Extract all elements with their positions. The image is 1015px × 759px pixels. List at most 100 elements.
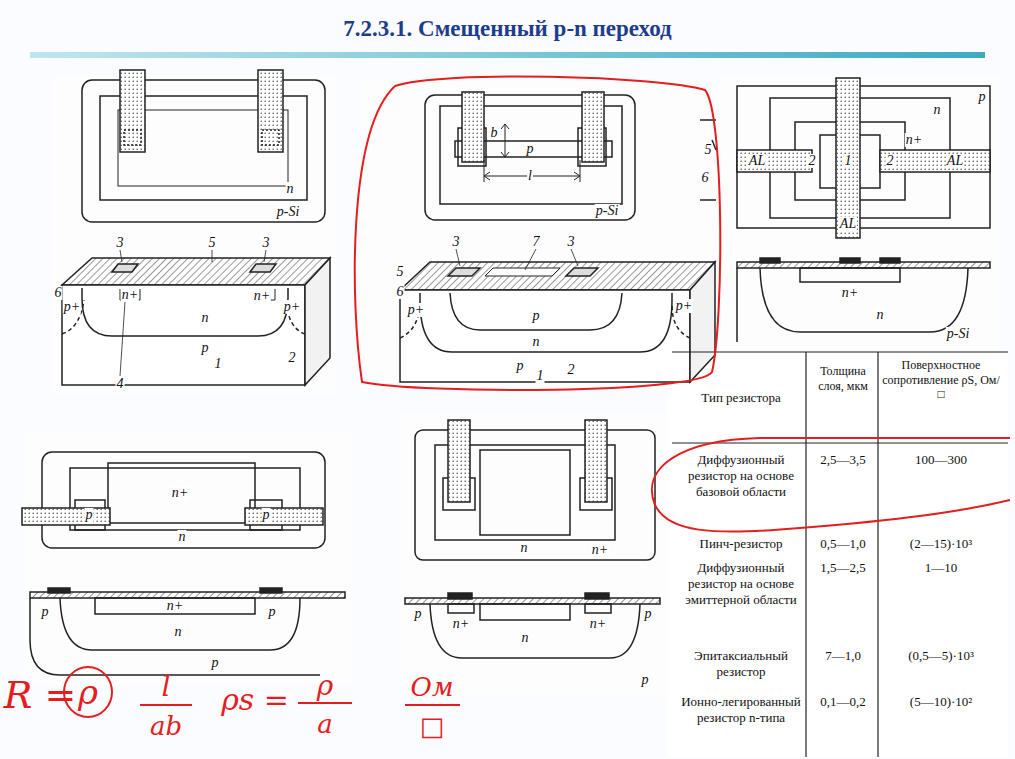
part-label: 6 xyxy=(54,286,63,300)
part-label: p xyxy=(414,607,423,621)
red-annotations xyxy=(64,76,1010,717)
panel-backgrounds xyxy=(718,75,1000,350)
part-label: n xyxy=(174,625,183,639)
resistor-figure-a xyxy=(62,258,330,285)
resistor-figure-e xyxy=(430,604,640,658)
part-label: AL xyxy=(748,154,766,168)
slide-title: 7.2.3.1. Смещенный p-n переход xyxy=(0,16,1015,42)
resistor-figure-b xyxy=(450,293,622,330)
panel-backgrounds xyxy=(22,430,352,685)
part-label: p-Si xyxy=(595,204,620,218)
handwritten-note: l xyxy=(162,673,171,701)
part-label: p xyxy=(268,605,277,619)
table-cell: Эпитаксиальный резистор xyxy=(680,648,802,680)
resistor-figure-c xyxy=(700,120,716,200)
red-annotations xyxy=(652,438,1010,532)
resistor-figure-e xyxy=(448,420,470,502)
part-label: n xyxy=(178,530,187,544)
resistor-figure-c xyxy=(760,258,780,263)
resistor-figure-a xyxy=(62,285,305,385)
part-label: 6 xyxy=(396,285,405,299)
part-label: 1 xyxy=(844,154,853,168)
table-grid xyxy=(672,352,1008,757)
part-label: 3 xyxy=(116,236,125,250)
resistor-figure-e xyxy=(448,593,472,599)
part-label: 7 xyxy=(532,235,541,249)
part-label: p-Si xyxy=(276,205,301,219)
resistor-figure-e xyxy=(405,420,660,658)
part-label: 2 xyxy=(567,363,576,377)
resistor-figure-a xyxy=(120,250,266,376)
table-grid xyxy=(672,351,1008,352)
resistor-figure-c xyxy=(737,150,812,172)
part-label: 5 xyxy=(208,236,217,250)
resistor-figure-b xyxy=(462,92,484,162)
handwritten-note: a xyxy=(317,711,333,737)
part-label: p xyxy=(978,90,987,104)
resistor-figure-a xyxy=(120,289,275,300)
title-bar xyxy=(30,52,985,58)
resistor-figure-e xyxy=(480,450,570,535)
part-label: p xyxy=(262,508,271,522)
part-label: p xyxy=(516,359,525,373)
part-label: p xyxy=(644,607,653,621)
resistor-figure-a xyxy=(250,264,276,272)
table-cell: Пинч-резистор xyxy=(680,536,802,552)
table-grid xyxy=(672,442,1008,443)
part-label: p xyxy=(41,605,50,619)
resistor-figure-d xyxy=(60,598,300,650)
table-cell: 1—10 xyxy=(882,560,1000,576)
part-label: p xyxy=(532,309,541,323)
table-cell: Диффузионный резистор на основе базовой … xyxy=(680,452,802,500)
resistor-figure-e xyxy=(585,604,611,613)
resistor-figure-d xyxy=(95,598,255,614)
resistor-figure-b xyxy=(501,124,509,157)
part-label: b xyxy=(490,126,499,140)
part-label: n xyxy=(876,308,885,322)
part-label: n xyxy=(520,541,529,555)
resistor-figure-a xyxy=(262,130,279,145)
panel-backgrounds xyxy=(398,413,668,698)
table-cell: (0,5—5)·10³ xyxy=(882,648,1000,664)
resistor-figure-b xyxy=(456,249,578,270)
table-cell: Тип резистора xyxy=(680,390,802,406)
table-cell: 7—1,0 xyxy=(810,648,876,664)
part-label: p+ xyxy=(283,300,301,314)
part-label: p xyxy=(641,673,650,687)
part-label: 4 xyxy=(116,377,125,391)
resistor-figure-e xyxy=(480,604,570,620)
resistor-figure-a xyxy=(124,130,141,145)
resistor-figure-c xyxy=(836,78,860,238)
handwritten-note: Ом xyxy=(411,674,454,700)
part-label: p xyxy=(201,341,210,355)
resistor-figure-b xyxy=(400,305,690,338)
part-label: n+ xyxy=(253,289,271,303)
part-label: 3 xyxy=(262,236,271,250)
title-bar xyxy=(30,52,985,58)
resistor-figure-b xyxy=(690,262,715,382)
table-cell: Диффузионный резистор на основе эмиттерн… xyxy=(680,560,802,608)
resistor-figure-d xyxy=(48,588,70,593)
part-label: n+ xyxy=(121,288,139,302)
part-label: AL xyxy=(946,154,964,168)
resistor-figure-b xyxy=(582,92,604,162)
resistor-figure-d xyxy=(22,508,110,525)
part-label: n+ xyxy=(166,599,184,613)
resistor-figure-e xyxy=(585,420,607,502)
part-label: n xyxy=(532,335,541,349)
part-label: 3 xyxy=(567,235,576,249)
panel-backgrounds xyxy=(668,352,1008,757)
part-label: p+ xyxy=(407,303,425,317)
part-label: n xyxy=(521,631,530,645)
resistor-figure-d xyxy=(245,508,323,525)
part-label: l xyxy=(527,169,533,183)
resistor-figure-c xyxy=(737,268,968,342)
resistor-figure-d xyxy=(30,598,320,675)
table-cell: 0,1—0,2 xyxy=(810,694,876,710)
handwritten-note: ab xyxy=(150,713,182,739)
handwritten-note: R = xyxy=(4,676,77,714)
resistor-figure-d xyxy=(22,452,345,675)
resistor-figure-b xyxy=(448,268,480,276)
table-cell: 1,5—2,5 xyxy=(810,560,876,576)
